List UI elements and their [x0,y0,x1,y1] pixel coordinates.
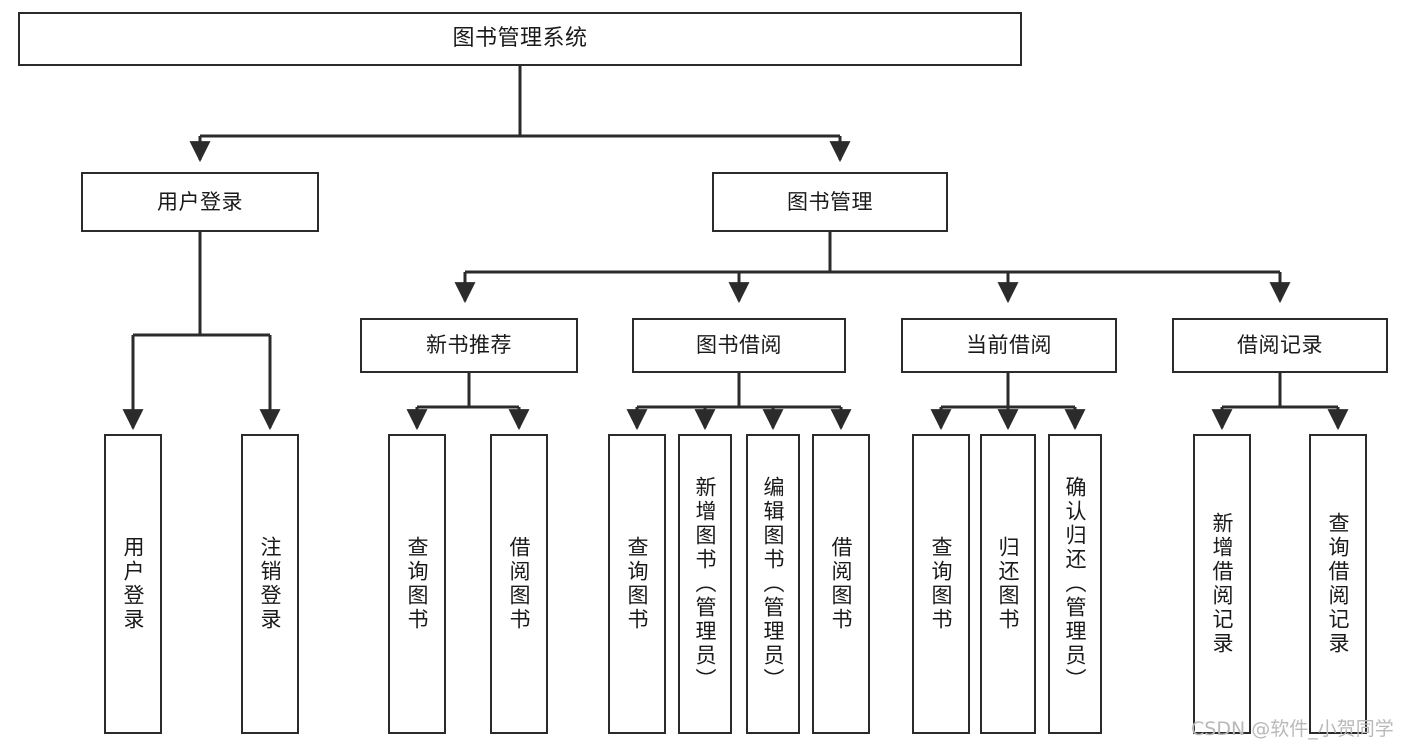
node-label: 用户登录 [121,536,146,632]
node-label: 确认归还（管理员） [1063,476,1088,692]
leaf-add-book-admin[interactable]: 新增图书（管理员） [678,434,732,734]
csdn-watermark: CSDN @软件_小贺同学 [1191,718,1394,740]
node-label: 图书管理 [787,189,873,214]
node-label: 注销登录 [258,536,283,632]
node-label: 查询图书 [625,536,650,632]
leaf-return-book[interactable]: 归还图书 [980,434,1036,734]
node-label: 查询图书 [929,536,954,632]
leaf-edit-book-admin[interactable]: 编辑图书（管理员） [746,434,800,734]
leaf-borrow-book-recommend[interactable]: 借阅图书 [490,434,548,734]
node-label: 图书管理系统 [452,26,588,52]
leaf-confirm-return-admin[interactable]: 确认归还（管理员） [1048,434,1102,734]
node-label: 编辑图书（管理员） [761,476,786,692]
leaf-query-book-recommend[interactable]: 查询图书 [388,434,446,734]
node-label: 借阅记录 [1237,333,1323,358]
node-label: 借阅图书 [507,536,532,632]
node-borrow-record[interactable]: 借阅记录 [1172,318,1388,373]
node-book-borrow[interactable]: 图书借阅 [632,318,846,373]
leaf-user-login[interactable]: 用户登录 [104,434,162,734]
node-label: 图书借阅 [696,333,782,358]
node-label: 查询图书 [405,536,430,632]
node-label: 新增图书（管理员） [693,476,718,692]
node-label: 当前借阅 [966,333,1052,358]
leaf-logout[interactable]: 注销登录 [241,434,299,734]
node-current-borrow[interactable]: 当前借阅 [901,318,1117,373]
node-label: 用户登录 [157,189,243,214]
leaf-query-borrow-record[interactable]: 查询借阅记录 [1309,434,1367,734]
node-user-login[interactable]: 用户登录 [81,172,319,232]
leaf-borrow-book[interactable]: 借阅图书 [812,434,870,734]
leaf-add-borrow-record[interactable]: 新增借阅记录 [1193,434,1251,734]
node-book-management[interactable]: 图书管理 [712,172,948,232]
leaf-query-book-current[interactable]: 查询图书 [912,434,970,734]
node-label: 新书推荐 [426,333,512,358]
node-label: 归还图书 [996,536,1021,632]
node-root-system[interactable]: 图书管理系统 [18,12,1022,66]
node-new-book-recommend[interactable]: 新书推荐 [360,318,578,373]
node-label: 查询借阅记录 [1326,512,1351,656]
leaf-query-book-borrow[interactable]: 查询图书 [608,434,666,734]
node-label: 新增借阅记录 [1210,512,1235,656]
node-label: 借阅图书 [829,536,854,632]
